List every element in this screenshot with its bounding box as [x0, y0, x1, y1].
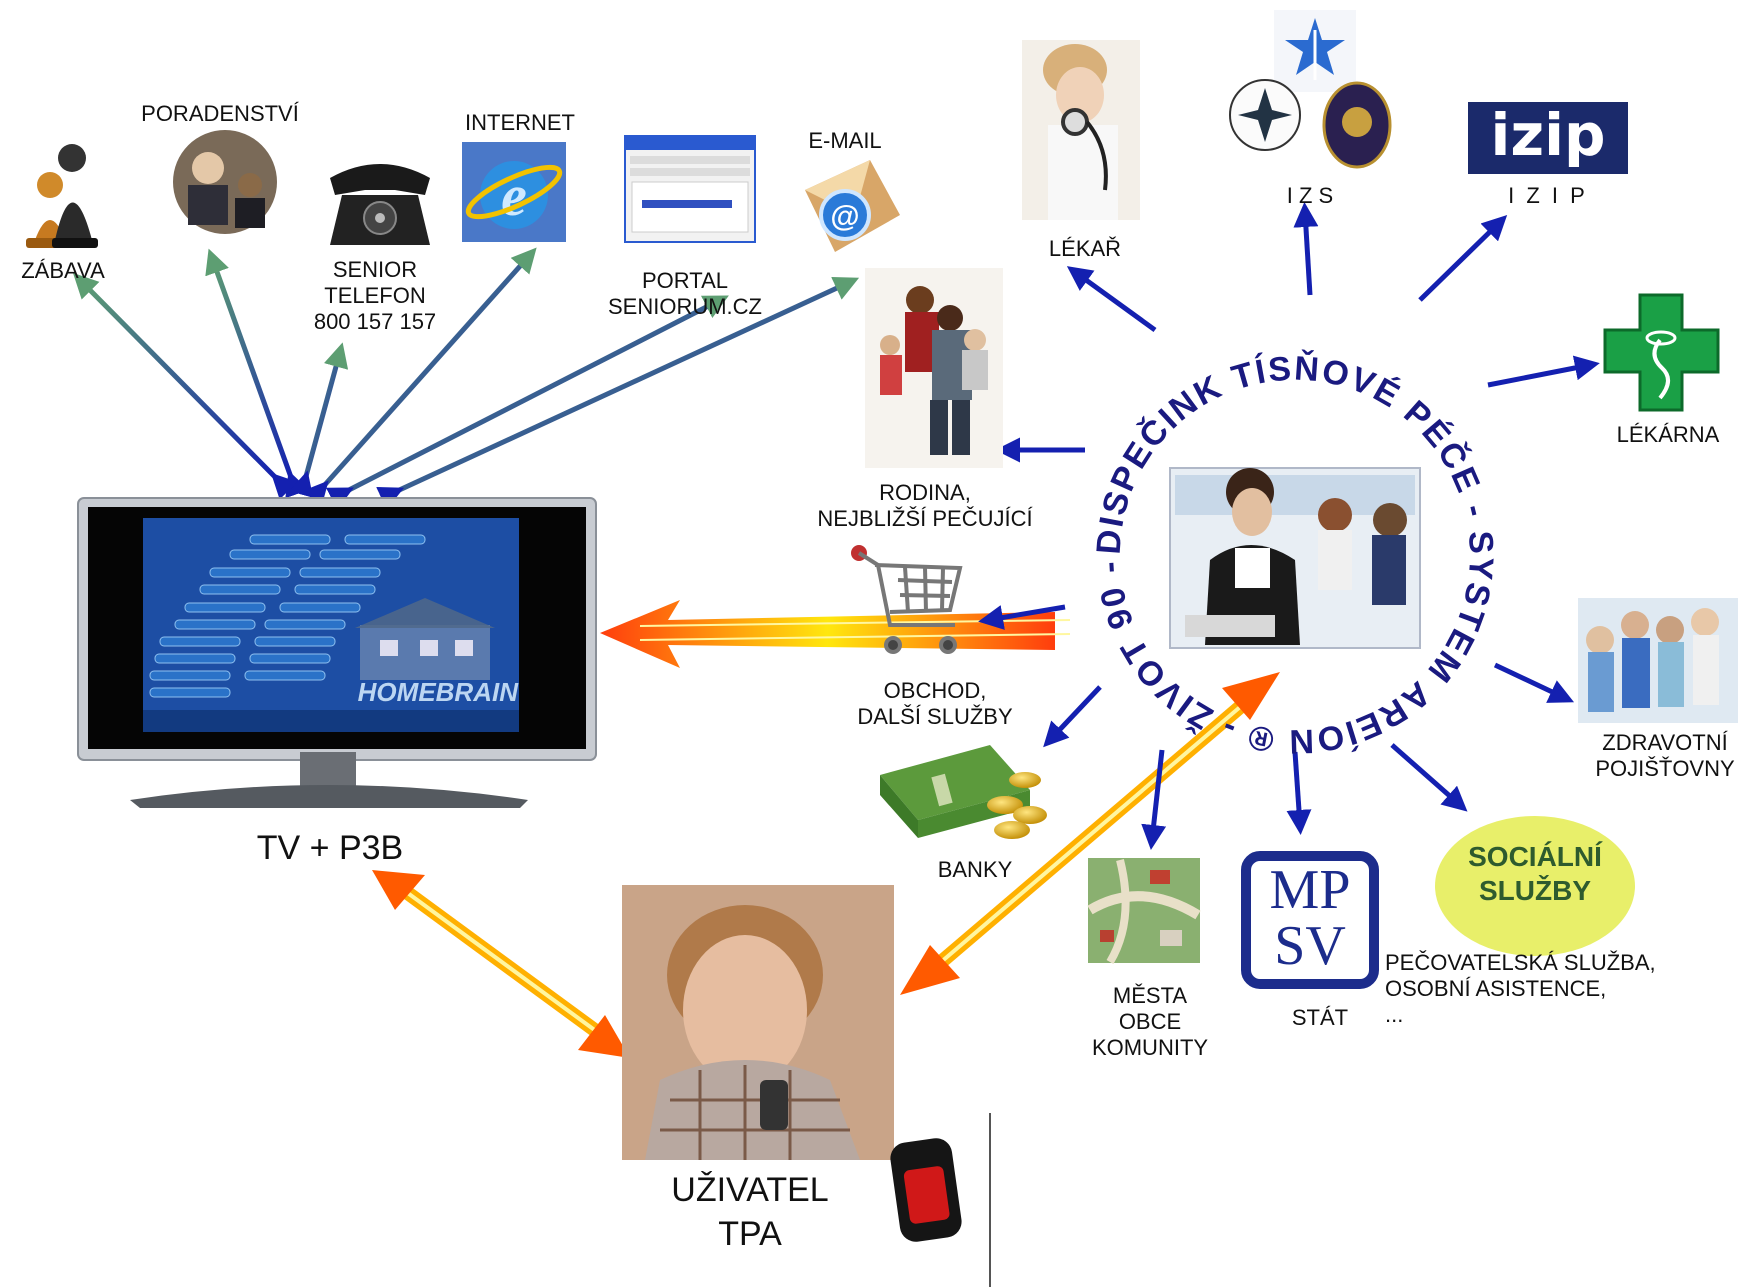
rodina-line2: NEJBLIŽŠÍ PEČUJÍCÍ — [817, 506, 1033, 531]
obchod-line1: OBCHOD, — [883, 678, 987, 703]
social-logo-text: SOCIÁLNÍ SLUŽBY — [1445, 840, 1625, 908]
label-lekar: LÉKAŘ — [1048, 236, 1122, 261]
mesta-line2: OBCE — [1118, 1009, 1182, 1034]
social-logo-line2: SLUŽBY — [1479, 875, 1591, 906]
izs-emblems — [1229, 10, 1392, 169]
arrow-tv-dispatch — [600, 600, 1071, 668]
socialni-line1: PEČOVATELSKÁ SLUŽBA, — [1385, 950, 1656, 975]
label-izip: I Z I P — [1508, 183, 1588, 208]
panic-button-device-icon — [890, 1138, 962, 1242]
senior-telefon-line1: SENIOR — [332, 257, 418, 282]
mesta-line1: MĚSTA — [1112, 983, 1188, 1008]
arrow-dispatch-user — [900, 672, 1280, 995]
label-internet: INTERNET — [465, 110, 575, 135]
portal-line2: SENIORUM.CZ — [608, 294, 762, 319]
internet-explorer-icon: e — [462, 142, 566, 242]
social-logo-line1: SOCIÁLNÍ — [1468, 841, 1602, 872]
dispatch-operators-photo — [1169, 467, 1421, 649]
tv-menu-buttons — [149, 534, 426, 698]
tv-brand-text: HOMEBRAIN — [357, 677, 518, 707]
tv-monitor — [77, 497, 597, 808]
arrows-dispatch-out — [978, 202, 1600, 850]
label-banky: BANKY — [937, 857, 1013, 882]
consulting-photo — [173, 130, 277, 234]
shopping-cart-icon — [851, 545, 963, 654]
socialni-line3: ... — [1385, 1002, 1404, 1027]
label-obchod: OBCHOD, DALŠÍ SLUŽBY — [830, 678, 1040, 730]
doctor-photo — [1022, 40, 1140, 220]
senior-telefon-line2: TELEFON — [324, 283, 426, 308]
label-uzivatel: UŽIVATEL TPA — [630, 1168, 870, 1256]
label-rodina: RODINA, NEJBLIŽŠÍ PEČUJÍCÍ — [790, 480, 1060, 532]
portal-line1: PORTAL — [642, 268, 728, 293]
rodina-line1: RODINA, — [879, 480, 971, 505]
label-mesta: MĚSTA OBCE KOMUNITY — [1075, 983, 1225, 1061]
socialni-line2: OSOBNÍ ASISTENCE, — [1385, 976, 1607, 1001]
email-envelope-icon: @ — [805, 160, 900, 252]
uzivatel-line1: UŽIVATEL — [671, 1171, 829, 1209]
obchod-line2: DALŠÍ SLUŽBY — [857, 704, 1013, 729]
social-services-badge — [1435, 816, 1635, 956]
izip-logo — [1468, 102, 1628, 174]
money-icon — [880, 745, 1047, 839]
chess-icon — [26, 144, 98, 248]
label-poradenstvi: PORADENSTVÍ — [141, 101, 299, 126]
pojistovny-line1: ZDRAVOTNÍ — [1602, 730, 1728, 755]
label-tv: TV + P3B — [256, 829, 404, 867]
uzivatel-line2: TPA — [718, 1215, 782, 1253]
mpsv-line1: MP — [1269, 859, 1351, 921]
mpsv-logo — [1241, 851, 1379, 989]
label-lekarna: LÉKÁRNA — [1616, 422, 1720, 447]
label-senior-telefon: SENIOR TELEFON 800 157 157 — [300, 257, 450, 335]
family-photo — [865, 268, 1003, 468]
city-map-photo — [1087, 858, 1201, 965]
label-zabava: ZÁBAVA — [21, 258, 105, 283]
pojistovny-line2: POJIŠŤOVNY — [1595, 756, 1735, 781]
svg-text:@: @ — [830, 200, 859, 233]
mpsv-line2: SV — [1274, 915, 1346, 977]
label-pojistovny: ZDRAVOTNÍ POJIŠŤOVNY — [1580, 730, 1750, 782]
arrows-tv-services — [72, 247, 860, 510]
tv-house-image — [355, 598, 495, 680]
izip-logo-text: izip — [1490, 101, 1606, 169]
elderly-user-photo — [622, 885, 894, 1160]
pharmacy-cross-icon — [1603, 293, 1720, 412]
arrow-tv-user — [372, 870, 630, 1058]
label-socialni: PEČOVATELSKÁ SLUŽBA, OSOBNÍ ASISTENCE, .… — [1385, 950, 1750, 1028]
label-email: E-MAIL — [808, 128, 882, 153]
label-izs: I Z S — [1286, 183, 1334, 208]
telephone-icon — [330, 164, 430, 245]
mpsv-logo-text: MP SV — [1251, 862, 1369, 974]
browser-window-icon — [624, 135, 756, 243]
label-portal: PORTAL SENIORUM.CZ — [590, 268, 780, 320]
mesta-line3: KOMUNITY — [1091, 1035, 1209, 1060]
senior-telefon-line3: 800 157 157 — [313, 309, 437, 334]
medical-staff-photo — [1578, 598, 1738, 723]
label-stat: STÁT — [1291, 1005, 1349, 1030]
